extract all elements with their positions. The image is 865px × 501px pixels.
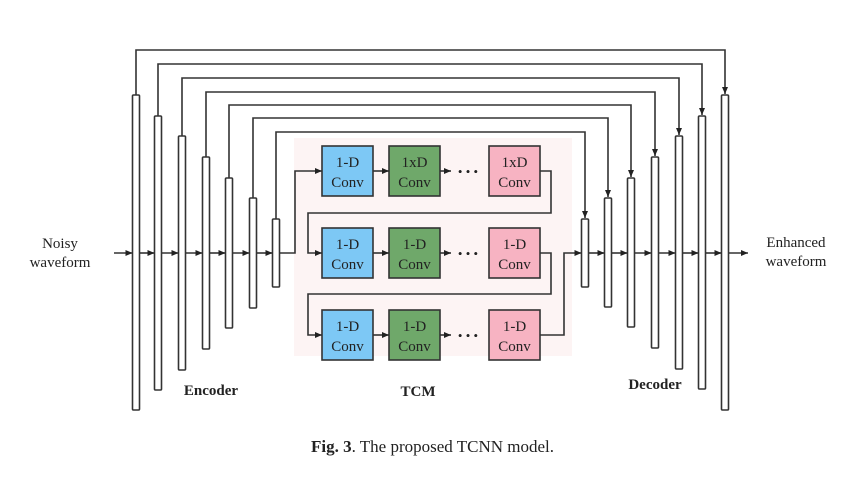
conv-block-box bbox=[488, 145, 541, 197]
tcm-input-connector bbox=[279, 168, 322, 254]
ellipsis: • • • bbox=[458, 164, 478, 179]
skip-connection-1 bbox=[135, 49, 728, 95]
conv-block-line2: Conv bbox=[331, 339, 364, 355]
tcm-module: 1-D Conv 1xD Conv 1xD Conv • • • 1-D Conv 1-D Conv… bbox=[279, 145, 582, 361]
conv-block-line1: 1xD bbox=[402, 155, 428, 171]
conv-block-line2: Conv bbox=[398, 175, 431, 191]
skip-connection-3 bbox=[181, 77, 682, 136]
output-label-line2: waveform bbox=[766, 254, 827, 270]
conv-block-line1: 1-D bbox=[403, 319, 426, 335]
decoder-layer-4 bbox=[650, 156, 660, 349]
tcm-row-connector bbox=[307, 252, 552, 338]
conv-block-line1: 1-D bbox=[503, 319, 526, 335]
tcm-block-output: 1xD Conv bbox=[488, 145, 541, 197]
decoder-layer-5 bbox=[674, 135, 684, 370]
tcm-block-dilated: 1-D Conv bbox=[388, 309, 441, 361]
encoder-layer-2 bbox=[153, 115, 163, 391]
conv-block-line2: Conv bbox=[331, 257, 364, 273]
input-label-line2: waveform bbox=[30, 255, 91, 271]
tcm-block-output: 1-D Conv bbox=[488, 309, 541, 361]
conv-block-line1: 1-D bbox=[336, 319, 359, 335]
encoder-layer-5 bbox=[224, 177, 234, 329]
tcm-block-dilated: 1-D Conv bbox=[388, 227, 441, 279]
decoder-layer-1 bbox=[580, 218, 590, 288]
conv-block-line2: Conv bbox=[498, 175, 531, 191]
decoder-layer-2 bbox=[603, 197, 613, 308]
tcm-block-input: 1-D Conv bbox=[321, 309, 374, 361]
decoder-layer-3 bbox=[626, 177, 636, 328]
encoder-layer-7 bbox=[271, 218, 281, 288]
conv-block-box bbox=[388, 309, 441, 361]
tcm-block-input: 1-D Conv bbox=[321, 227, 374, 279]
tcm-block-output: 1-D Conv bbox=[488, 227, 541, 279]
tcm-block-dilated: 1xD Conv bbox=[388, 145, 441, 197]
tcm-output-connector bbox=[540, 250, 582, 336]
conv-block-line2: Conv bbox=[398, 257, 431, 273]
figure-caption: Fig. 3. The proposed TCNN model. bbox=[0, 437, 865, 457]
decoder-layer-6 bbox=[697, 115, 707, 390]
skip-connections bbox=[135, 49, 728, 219]
conv-block-line1: 1-D bbox=[336, 155, 359, 171]
conv-block-line2: Conv bbox=[498, 257, 531, 273]
conv-block-line1: 1xD bbox=[502, 155, 528, 171]
conv-block-line1: 1-D bbox=[503, 237, 526, 253]
conv-block-box bbox=[321, 309, 374, 361]
encoder-layer-1 bbox=[131, 94, 141, 411]
decoder-layer-7 bbox=[720, 94, 730, 411]
skip-connection-2 bbox=[157, 63, 705, 116]
conv-block-box bbox=[488, 227, 541, 279]
ellipsis: • • • bbox=[458, 328, 478, 343]
skip-connection-5 bbox=[228, 104, 634, 178]
ellipsis: • • • bbox=[458, 246, 478, 261]
conv-block-box bbox=[321, 145, 374, 197]
conv-block-box bbox=[388, 145, 441, 197]
output-label-line1: Enhanced bbox=[766, 235, 826, 251]
input-label-line1: Noisy bbox=[42, 236, 78, 252]
conv-block-line1: 1-D bbox=[403, 237, 426, 253]
encoder-layer-3 bbox=[177, 135, 187, 371]
caption-text: . The proposed TCNN model. bbox=[351, 437, 554, 456]
encoder-label: Encoder bbox=[184, 383, 239, 399]
encoder-layer-6 bbox=[248, 197, 258, 309]
caption-label: Fig. 3 bbox=[310, 437, 352, 456]
skip-connection-7 bbox=[275, 131, 588, 219]
conv-block-line2: Conv bbox=[331, 175, 364, 191]
encoder-layer-4 bbox=[201, 156, 211, 350]
tcm-label: TCM bbox=[401, 384, 436, 400]
conv-block-line2: Conv bbox=[498, 339, 531, 355]
tcm-row-connector bbox=[307, 170, 552, 256]
conv-block-line1: 1-D bbox=[336, 237, 359, 253]
tcm-block-input: 1-D Conv bbox=[321, 145, 374, 197]
conv-block-box bbox=[488, 309, 541, 361]
decoder-label: Decoder bbox=[628, 377, 682, 393]
encoder bbox=[131, 94, 281, 411]
skip-connection-6 bbox=[252, 117, 611, 198]
conv-block-line2: Conv bbox=[398, 339, 431, 355]
skip-connection-4 bbox=[205, 91, 658, 157]
